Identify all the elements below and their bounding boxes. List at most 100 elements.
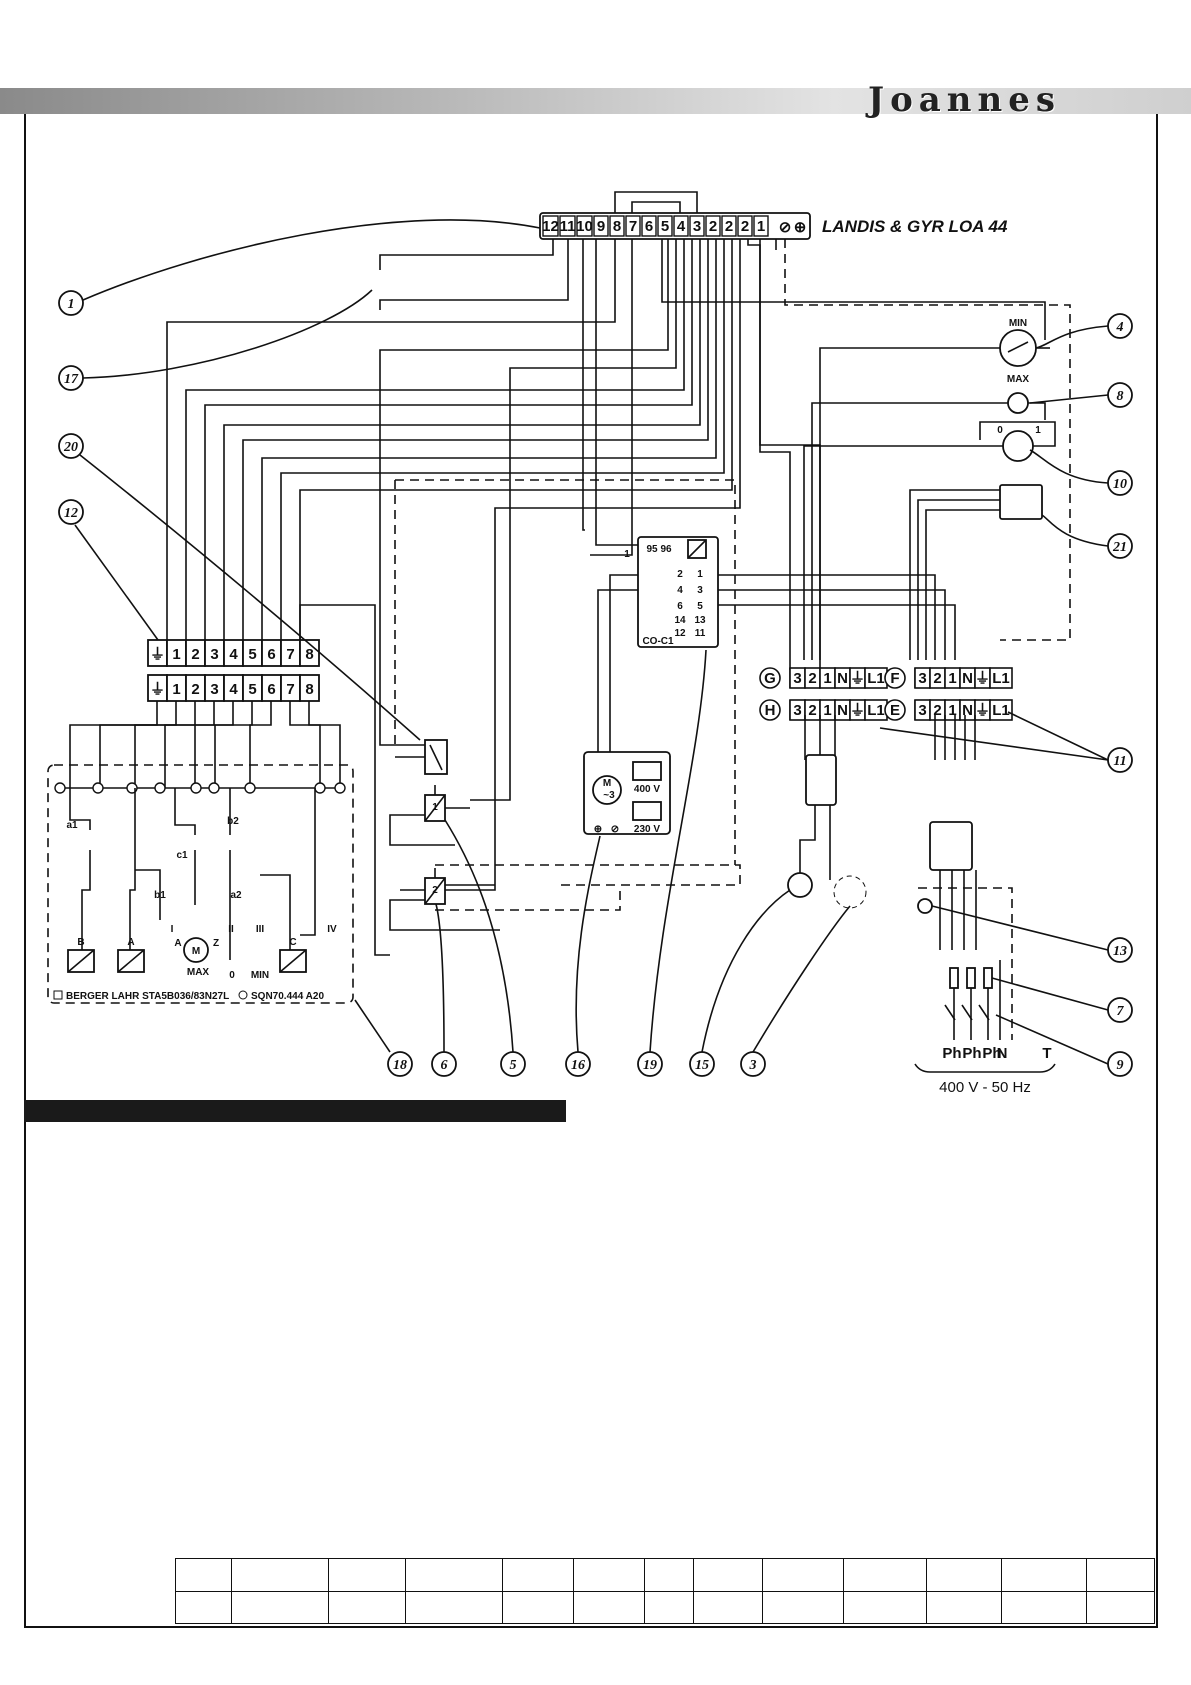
strip-cell-label: 1 <box>948 702 956 719</box>
controller-terminal-label: 2 <box>725 218 733 235</box>
on-off-switch: 0 1 <box>803 421 1056 660</box>
callout-number: 13 <box>1113 944 1127 959</box>
controller-terminal-label: 4 <box>677 218 686 235</box>
controller-terminal-label: 8 <box>613 218 621 235</box>
strip-cell-label: L1 <box>867 670 885 687</box>
callout-number: 6 <box>441 1058 448 1073</box>
strip-cell-label: 2 <box>933 670 941 687</box>
svg-text:3: 3 <box>697 585 703 596</box>
callout-number: 1 <box>68 297 75 312</box>
strip-cell <box>989 667 1013 689</box>
strip-cell <box>299 639 320 667</box>
callout-circle <box>431 1051 457 1077</box>
controller-terminal <box>625 215 641 237</box>
svg-text:C: C <box>289 937 296 948</box>
svg-text:N: N <box>997 1045 1008 1062</box>
controller-terminal-label: 3 <box>693 218 701 235</box>
svg-text:6: 6 <box>677 601 683 612</box>
callout-circle <box>387 1051 413 1077</box>
controller-terminal-label: 1 <box>757 218 765 235</box>
svg-text:B: B <box>77 937 84 948</box>
svg-text:1: 1 <box>624 549 630 560</box>
strip-cell-label: ⏚ <box>975 702 990 719</box>
callout-number: 20 <box>63 440 78 455</box>
svg-text:Ph: Ph <box>962 1045 981 1062</box>
controller-terminal-label: 2 <box>709 218 717 235</box>
controller-terminal <box>559 215 576 237</box>
callout-circle <box>1107 533 1133 559</box>
controller-terminal <box>689 215 705 237</box>
svg-text:II: II <box>228 924 234 935</box>
callout-leader <box>575 835 601 1053</box>
svg-text:M: M <box>603 778 611 789</box>
fuse-block <box>909 484 1043 660</box>
strip-cell-label: 2 <box>191 681 199 698</box>
callout-number: 18 <box>393 1058 407 1073</box>
strip-cell-label: 7 <box>286 646 294 663</box>
callout-number: 5 <box>510 1058 517 1073</box>
svg-text:2: 2 <box>432 885 438 896</box>
strip-letter: E <box>890 702 900 719</box>
controller-terminal <box>576 215 593 237</box>
svg-text:4: 4 <box>677 585 683 596</box>
callout-circle <box>740 1051 766 1077</box>
servo-terminal <box>92 782 104 794</box>
strip-cell-label: ⏚ <box>150 646 165 663</box>
strip-cell-label: 3 <box>793 670 801 687</box>
callout-leader <box>1029 394 1109 404</box>
callout-number: 12 <box>64 506 78 521</box>
controller-terminal-label: 9 <box>597 218 605 235</box>
controller-terminal <box>753 215 769 237</box>
controller-terminal-label: 5 <box>661 218 669 235</box>
svg-text:M: M <box>192 946 200 957</box>
callout-number: 4 <box>1116 320 1124 335</box>
callout-leader <box>79 454 421 741</box>
callout-circle <box>1107 470 1133 496</box>
callout-circle <box>1107 1051 1133 1077</box>
callout-leader <box>649 649 707 1053</box>
callout-leader <box>1041 514 1109 547</box>
callout-leader <box>354 999 391 1053</box>
strip-letter: H <box>765 702 776 719</box>
svg-text:Ph: Ph <box>942 1045 961 1062</box>
strip-cell-label: L1 <box>992 702 1010 719</box>
brand-logo: Joannes <box>868 80 1062 120</box>
svg-text:14: 14 <box>674 615 686 626</box>
strip-cell-label: 3 <box>210 681 218 698</box>
servo-terminal <box>334 782 346 794</box>
connector-plug-right <box>929 821 973 871</box>
svg-text:5: 5 <box>697 601 703 612</box>
servo-terminal <box>154 782 166 794</box>
svg-text:A: A <box>174 938 181 949</box>
controller-terminal <box>542 215 559 237</box>
svg-text:MIN: MIN <box>1009 318 1027 329</box>
strip-cell-label: 3 <box>918 670 926 687</box>
pump-motor: M ~3 400 V 230 V ⊕ ⊘ <box>583 751 671 835</box>
callout-circle <box>58 365 84 391</box>
callout-number: 19 <box>643 1058 657 1073</box>
servo-footer-left: BERGER LAHR STA5B036/83N27L <box>66 991 229 1002</box>
callout-number: 3 <box>749 1058 757 1073</box>
supply-fuses <box>944 960 1001 1040</box>
strip-cell-label: 5 <box>248 681 256 698</box>
strip-cell-label: 2 <box>191 646 199 663</box>
callout-leader <box>1029 449 1109 484</box>
strip-cell-label: 2 <box>808 702 816 719</box>
svg-text:400 V: 400 V <box>634 784 660 795</box>
controller-terminal <box>609 215 625 237</box>
callout-circle <box>58 290 84 316</box>
servo-terminal <box>314 782 326 794</box>
controller-terminal <box>641 215 657 237</box>
svg-text:A: A <box>127 937 134 948</box>
callout-leader <box>995 1014 1109 1065</box>
strip-cell-label: 3 <box>918 702 926 719</box>
callout-leader <box>444 819 514 1053</box>
callout-circle <box>565 1051 591 1077</box>
callout-number: 17 <box>64 372 79 387</box>
callout-leader <box>931 905 1109 951</box>
svg-text:12: 12 <box>674 628 686 639</box>
solenoid-valve-2: 2 <box>389 868 500 931</box>
